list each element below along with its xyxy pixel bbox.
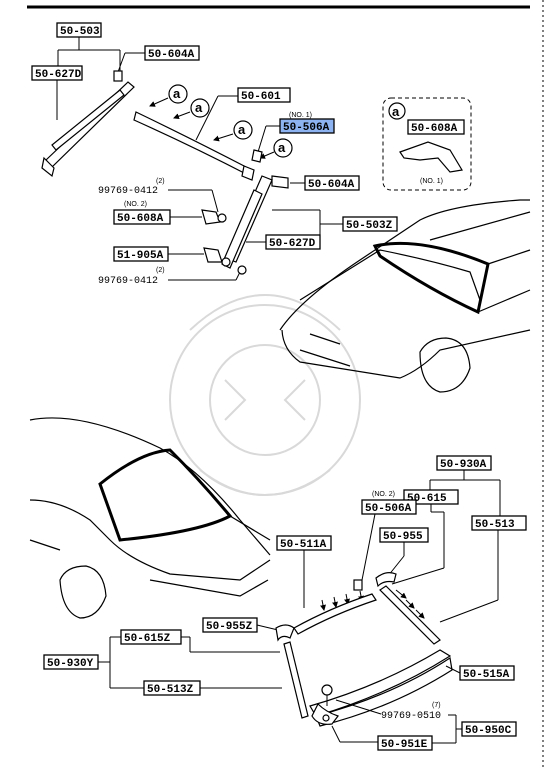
label-50-515a: 50-515A (463, 669, 510, 681)
callout-a-1-text: a (173, 86, 181, 101)
label-50-608a: 50-608A (117, 213, 164, 225)
label-50-627d-top: 50-627D (35, 69, 82, 81)
cowl-plate-50-951e (311, 702, 339, 725)
clip-51-905a (221, 257, 231, 267)
note-50-608a: (NO. 2) (124, 201, 147, 208)
inset-clip-part (399, 141, 463, 173)
callout-a-4 (273, 138, 293, 158)
clip-99769-0510-head (321, 684, 333, 696)
inset-callout-a (388, 102, 406, 120)
qty-99769-0510: (7) (432, 702, 441, 709)
clip-50-506a-bot (353, 579, 363, 591)
label-50-951e: 50-951E (381, 739, 428, 751)
callout-a-1 (168, 84, 188, 104)
roof-molding-end (241, 165, 255, 181)
bottom-section: 50-930A 50-615 50-513 (NO. 2) 50-506A 50… (43, 455, 527, 751)
note-50-506a-bot: (NO. 2) (372, 491, 395, 498)
label-50-506a-top: 50-506A (283, 122, 330, 134)
bracket-51-905a (203, 247, 223, 263)
callout-a-4-text: a (278, 140, 286, 155)
inset-note: (NO. 1) (420, 178, 443, 185)
clip-50-604a-mid (271, 175, 289, 189)
label-50-930y: 50-930Y (47, 658, 94, 670)
label-box-50-503z[interactable] (342, 216, 398, 232)
label-51-905a: 51-905A (117, 250, 164, 262)
label-99769-0510[interactable]: 99769-0510 (381, 711, 441, 722)
pillar-molding-right-inner (221, 189, 263, 269)
cowl-hole (322, 714, 330, 722)
side-molding-50-513 (379, 585, 441, 645)
callout-a-3 (233, 120, 253, 140)
label-50-503z: 50-503Z (346, 220, 393, 232)
watermark-emblem (169, 294, 361, 496)
label-50-955: 50-955 (383, 531, 423, 543)
car-rear-view (29, 417, 271, 619)
pillar-molding-left-inner (51, 89, 125, 151)
label-box-50-950c[interactable] (461, 721, 517, 737)
label-50-513z: 50-513Z (147, 684, 194, 696)
label-50-615: 50-615 (407, 493, 447, 505)
screw-top (217, 213, 227, 223)
qty-99769-0412-bot: (2) (156, 267, 165, 274)
label-50-604a-mid: 50-604A (308, 179, 355, 191)
clip-50-604a-top (113, 70, 123, 82)
note-50-506a-top: (NO. 1) (289, 112, 312, 119)
car-front-view (279, 199, 531, 393)
pillar-end-cap (41, 156, 55, 178)
corner-piece-50-955z (275, 624, 295, 642)
corner-piece-50-955 (375, 572, 397, 588)
clip-50-506a-top (251, 149, 263, 163)
label-box-50-601[interactable] (237, 87, 291, 103)
inset-detail-box (382, 97, 472, 191)
label-50-503: 50-503 (60, 26, 100, 38)
label-50-615z: 50-615Z (124, 633, 171, 645)
label-50-627d: 50-627D (269, 238, 316, 250)
label-50-930a: 50-930A (440, 459, 487, 471)
label-50-608a-inset: 50-608A (411, 123, 458, 135)
callout-a-3-text: a (238, 122, 246, 137)
lower-molding-50-515a-lip (315, 656, 453, 727)
top-section: 50-503 50-627D 50-604A a a a a (31, 22, 472, 287)
callout-a-2-text: a (195, 100, 203, 115)
clip-50-608a (201, 209, 221, 225)
label-99769-0412-bot[interactable]: 99769-0412 (98, 276, 158, 287)
label-50-511a: 50-511A (280, 539, 327, 551)
label-50-513: 50-513 (475, 519, 515, 531)
screw-bottom (237, 265, 247, 275)
side-molding-50-513z (283, 641, 309, 719)
label-box-50-608a-inset[interactable] (407, 119, 465, 135)
roof-molding-50-601 (133, 111, 251, 178)
inset-callout-a-text: a (392, 104, 400, 119)
label-box-50-506a-bot[interactable] (361, 499, 417, 515)
callout-a-2 (190, 98, 210, 118)
upper-molding-50-511a (293, 593, 377, 635)
qty-99769-0412-top: (2) (156, 178, 165, 185)
label-box-50-513[interactable] (471, 515, 527, 531)
label-50-601: 50-601 (241, 91, 281, 103)
label-50-955z: 50-955Z (206, 621, 253, 633)
label-50-604a-top: 50-604A (148, 49, 195, 61)
label-99769-0412-top[interactable]: 99769-0412 (98, 186, 158, 197)
label-50-506a-bot: 50-506A (365, 503, 412, 515)
label-50-950c: 50-950C (465, 725, 512, 737)
